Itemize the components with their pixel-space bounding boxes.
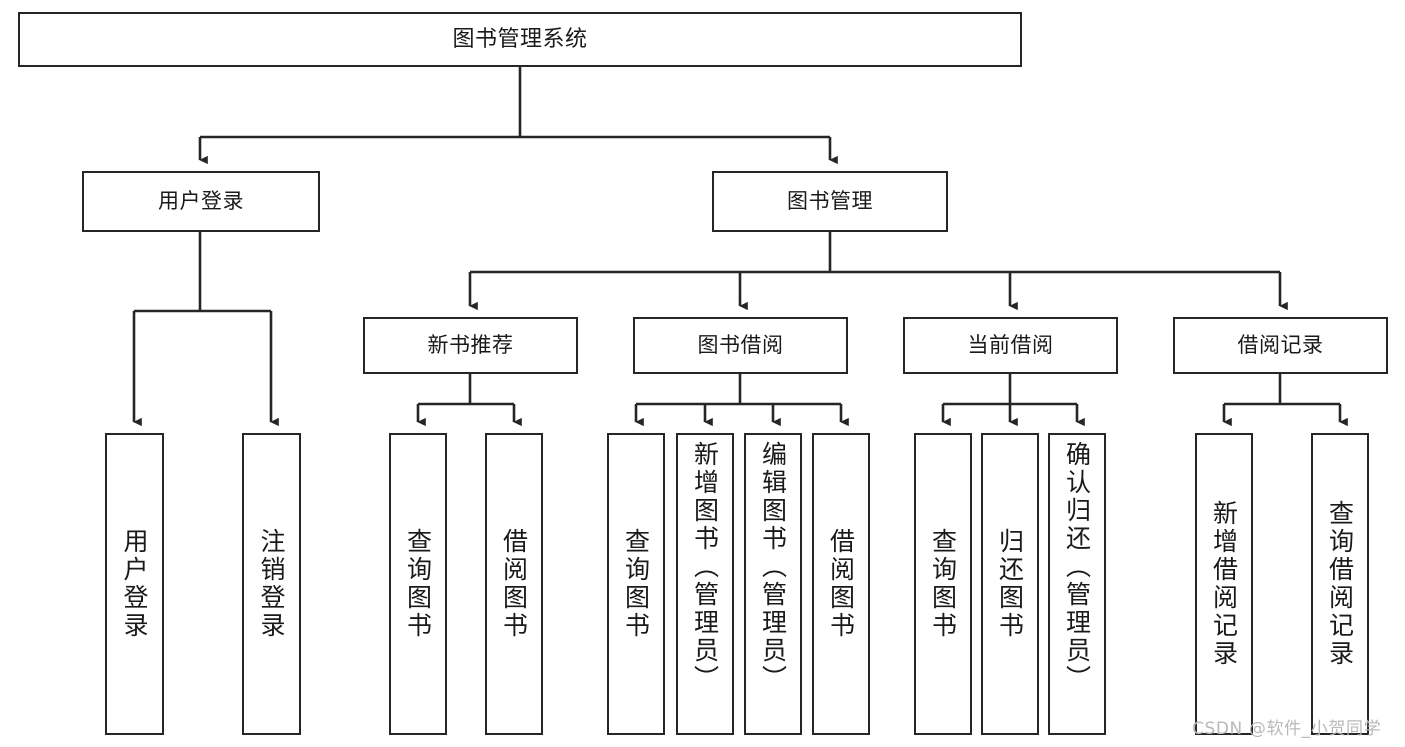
node-leaf-edit-book-admin[interactable]: 编辑图书（管理员） [744,433,802,735]
node-leaf-query-book-recommend[interactable]: 查询图书 [389,433,447,735]
node-leaf-edit-book-admin-label: 编辑图书（管理员） [758,441,788,693]
node-leaf-add-book-admin[interactable]: 新增图书（管理员） [676,433,734,735]
node-leaf-query-borrow-record[interactable]: 查询借阅记录 [1311,433,1369,735]
node-user-login-label: 用户登录 [158,189,244,214]
node-current-borrow[interactable]: 当前借阅 [903,317,1118,374]
node-leaf-logout[interactable]: 注销登录 [242,433,301,735]
node-leaf-return-book[interactable]: 归还图书 [981,433,1039,735]
node-leaf-borrow-book-recommend-label: 借阅图书 [499,528,529,640]
node-leaf-add-borrow-record-label: 新增借阅记录 [1209,500,1239,668]
node-current-borrow-label: 当前借阅 [967,333,1054,358]
node-user-login[interactable]: 用户登录 [82,171,320,232]
node-new-book-recommend[interactable]: 新书推荐 [363,317,578,374]
node-leaf-add-book-admin-label: 新增图书（管理员） [690,441,720,693]
node-leaf-logout-label: 注销登录 [257,528,286,640]
node-book-borrow-label: 图书借阅 [697,333,784,358]
node-leaf-query-book-current-label: 查询图书 [928,528,958,640]
node-book-management-label: 图书管理 [787,189,873,214]
node-leaf-borrow-book-label: 借阅图书 [826,528,856,640]
node-leaf-query-book-recommend-label: 查询图书 [403,528,433,640]
node-leaf-confirm-return-admin-label: 确认归还（管理员） [1062,441,1092,693]
node-leaf-query-borrow-record-label: 查询借阅记录 [1325,500,1355,668]
node-root-label: 图书管理系统 [452,26,588,52]
node-root[interactable]: 图书管理系统 [18,12,1022,67]
node-new-book-recommend-label: 新书推荐 [427,333,514,358]
node-leaf-confirm-return-admin[interactable]: 确认归还（管理员） [1048,433,1106,735]
node-borrow-records[interactable]: 借阅记录 [1173,317,1388,374]
node-leaf-query-book-borrow-label: 查询图书 [621,528,651,640]
node-leaf-user-login-label: 用户登录 [120,528,149,640]
node-leaf-query-book-current[interactable]: 查询图书 [914,433,972,735]
node-book-management[interactable]: 图书管理 [712,171,948,232]
csdn-watermark: CSDN @软件_小贺同学 [1192,719,1382,739]
node-leaf-query-book-borrow[interactable]: 查询图书 [607,433,665,735]
node-leaf-borrow-book[interactable]: 借阅图书 [812,433,870,735]
node-leaf-add-borrow-record[interactable]: 新增借阅记录 [1195,433,1253,735]
node-book-borrow[interactable]: 图书借阅 [633,317,848,374]
node-leaf-borrow-book-recommend[interactable]: 借阅图书 [485,433,543,735]
node-leaf-return-book-label: 归还图书 [995,528,1025,640]
node-borrow-records-label: 借阅记录 [1237,333,1324,358]
node-leaf-user-login[interactable]: 用户登录 [105,433,164,735]
